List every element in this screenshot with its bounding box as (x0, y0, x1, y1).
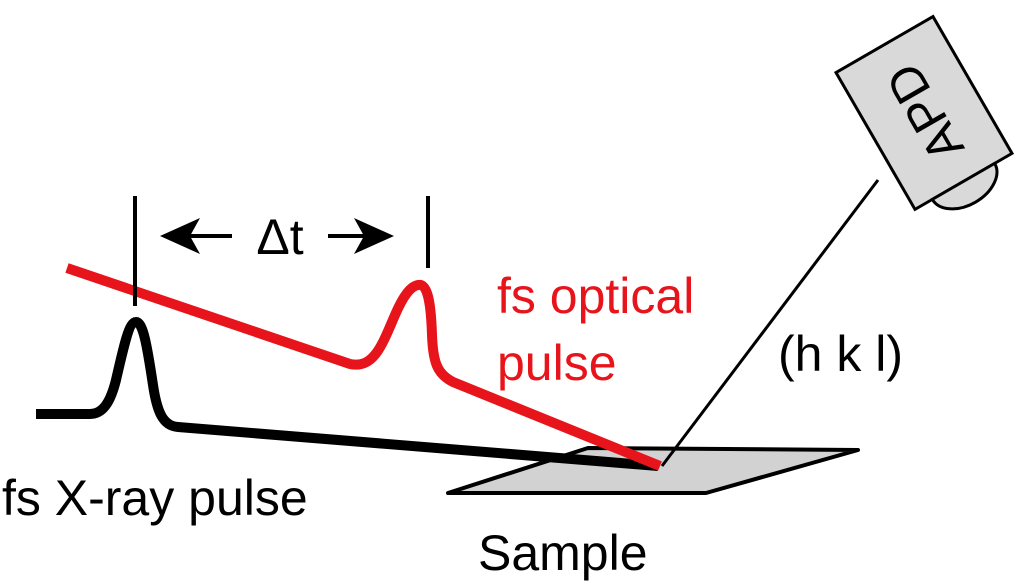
optical-pulse-label-line1: fs optical (497, 268, 694, 324)
xray-pulse-label: fs X-ray pulse (2, 470, 308, 526)
apd-detector: APD (833, 14, 1015, 212)
optical-pulse-label-line2: pulse (497, 335, 617, 391)
diffracted-beam (660, 179, 880, 467)
delta-t-label: Δt (256, 209, 303, 265)
xray-pulse-beam (36, 317, 659, 471)
delta-t-right-arrow (328, 218, 394, 254)
sample-label: Sample (478, 525, 648, 581)
hkl-label: (h k l) (778, 326, 903, 382)
delta-t-left-arrow (160, 218, 232, 254)
optical-pulse-beam (65, 263, 662, 471)
